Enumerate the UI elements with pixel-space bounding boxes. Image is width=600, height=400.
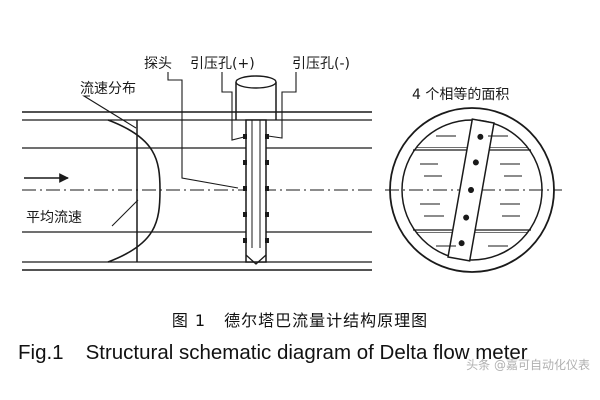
probe-body [245, 119, 267, 263]
average-velocity-label: 平均流速 [26, 210, 82, 226]
pressure-port-minus-leader [267, 72, 297, 139]
pressure-holes-downstream [265, 134, 269, 243]
cross-section [385, 107, 562, 273]
caption-chinese-number: 图 1 [171, 311, 207, 330]
average-velocity-leader [111, 199, 139, 227]
caption-chinese-title: 德尔塔巴流量计结构原理图 [224, 311, 429, 330]
probe-assembly [235, 75, 277, 265]
cross-probe-holes [458, 133, 484, 247]
caption-english-title: Structural schematic diagram of Delta fl… [85, 341, 528, 364]
probe-leader [167, 72, 239, 189]
equal-areas-label: 4 个相等的面积 [412, 86, 509, 103]
pressure-port-minus-label: 引压孔(-) [292, 56, 350, 72]
pipe-section [22, 111, 372, 271]
probe-stem-cap [235, 75, 277, 89]
leader-lines [82, 72, 297, 227]
delta-flow-meter-diagram: 探头 引压孔(+) 引压孔(-) 流速分布 平均流速 [22, 56, 562, 273]
area-hatching [420, 135, 522, 247]
probe-tip [245, 254, 267, 265]
pressure-holes-upstream [243, 134, 247, 243]
caption-english: Fig.1 Structural schematic diagram of Del… [18, 341, 598, 365]
probe-label: 探头 [144, 56, 172, 72]
velocity-distribution-label: 流速分布 [80, 81, 136, 97]
pressure-port-plus-label: 引压孔(+) [190, 56, 255, 72]
velocity-profile-curve [107, 119, 161, 263]
caption-english-number: Fig.1 [18, 341, 64, 364]
pressure-port-plus-leader [221, 72, 245, 141]
watermark: 头条 @嘉可自动化仪表 [466, 358, 590, 372]
velocity-distribution-leader [82, 95, 137, 129]
caption-chinese: 图 1 德尔塔巴流量计结构原理图 [0, 307, 600, 331]
